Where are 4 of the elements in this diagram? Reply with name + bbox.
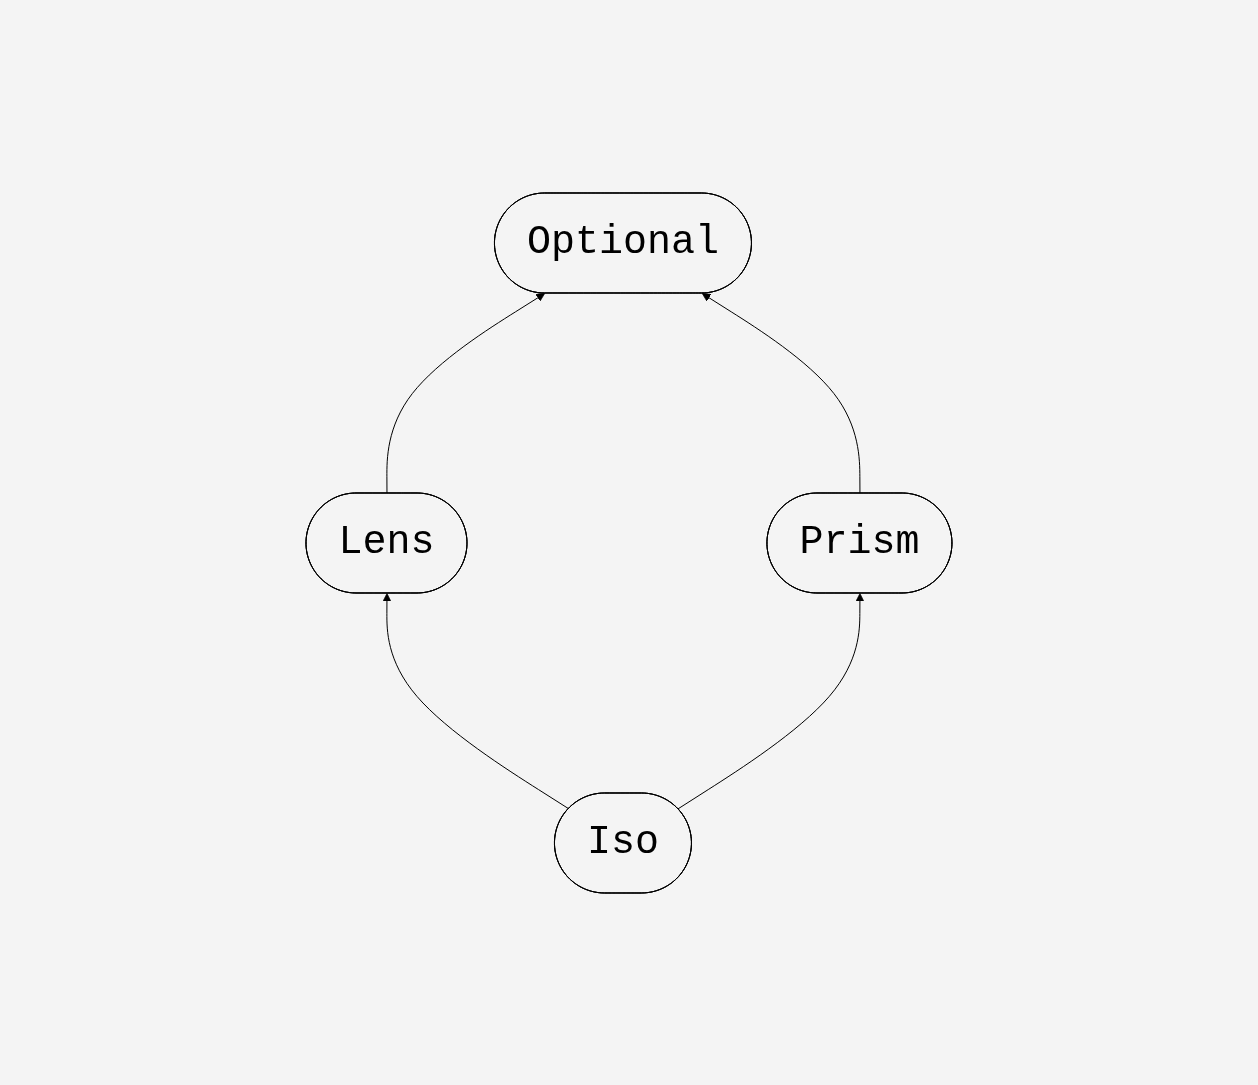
arrow bbox=[382, 592, 570, 809]
arrow bbox=[677, 592, 865, 809]
arrow bbox=[701, 292, 861, 494]
arrow bbox=[386, 292, 546, 494]
